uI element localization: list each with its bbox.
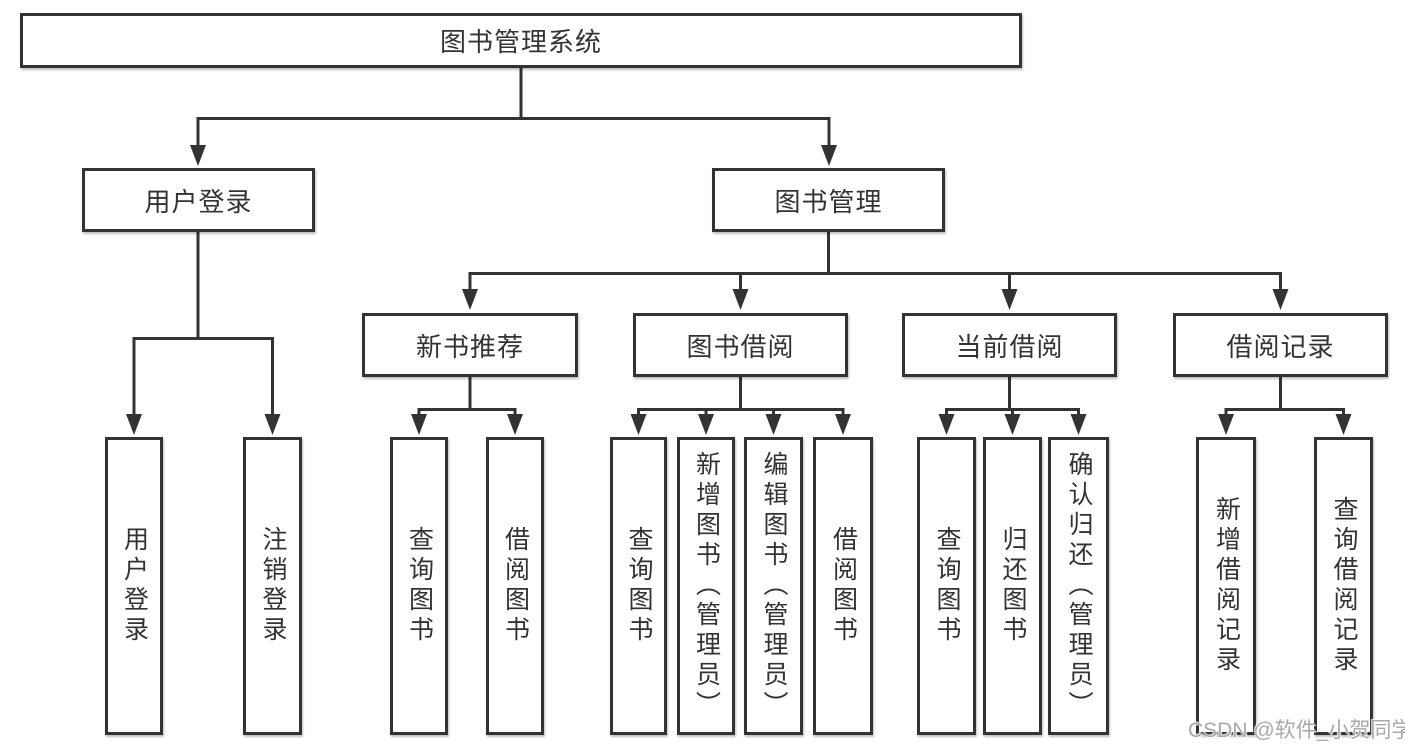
leaf-query-borrow-record: 查询借阅记录 <box>1314 437 1373 735</box>
node-book-management-label: 图书管理 <box>774 186 883 217</box>
leaf-confirm-return-admin: 确认归还（管理员） <box>1048 437 1109 735</box>
node-user-login-label: 用户登录 <box>144 186 253 217</box>
leaf-logout-login-label: 注销登录 <box>259 526 287 646</box>
node-current-borrow-label: 当前借阅 <box>955 331 1064 362</box>
leaf-borrow-books-recommend: 借阅图书 <box>486 437 544 735</box>
leaf-edit-books-admin: 编辑图书（管理员） <box>744 437 803 735</box>
leaf-add-borrow-record-label: 新增借阅记录 <box>1212 496 1241 676</box>
leaf-query-books-recommend: 查询图书 <box>390 437 448 735</box>
node-current-borrow: 当前借阅 <box>902 313 1117 377</box>
node-new-book-recommend: 新书推荐 <box>362 313 578 377</box>
node-book-management: 图书管理 <box>712 168 945 232</box>
leaf-query-borrow-record-label: 查询借阅记录 <box>1330 496 1358 676</box>
leaf-user-login: 用户登录 <box>105 437 163 735</box>
node-book-borrow: 图书借阅 <box>633 313 848 377</box>
node-user-login: 用户登录 <box>82 168 315 232</box>
node-library-system-label: 图书管理系统 <box>439 27 602 57</box>
leaf-add-books-admin: 新增图书（管理员） <box>677 437 735 735</box>
leaf-query-books-borrow-label: 查询图书 <box>625 526 653 646</box>
leaf-query-books-current: 查询图书 <box>917 437 976 735</box>
leaf-edit-books-admin-label: 编辑图书（管理员） <box>760 451 788 721</box>
leaf-return-books: 归还图书 <box>983 437 1042 735</box>
node-borrow-records: 借阅记录 <box>1173 313 1388 377</box>
leaf-return-books-label: 归还图书 <box>999 526 1027 646</box>
node-borrow-records-label: 借阅记录 <box>1226 331 1335 362</box>
leaf-confirm-return-admin-label: 确认归还（管理员） <box>1065 451 1093 721</box>
leaf-borrow-books: 借阅图书 <box>813 437 873 735</box>
leaf-logout-login: 注销登录 <box>243 437 302 735</box>
csdn-watermark: CSDN @软件_小贺同学 <box>1188 719 1405 742</box>
arrowheads <box>126 145 1352 435</box>
node-library-system: 图书管理系统 <box>20 13 1022 68</box>
node-book-borrow-label: 图书借阅 <box>686 331 795 362</box>
leaf-query-books-borrow: 查询图书 <box>610 437 667 735</box>
leaf-query-books-current-label: 查询图书 <box>933 526 961 646</box>
leaf-add-books-admin-label: 新增图书（管理员） <box>692 451 721 721</box>
leaf-add-borrow-record: 新增借阅记录 <box>1196 437 1256 735</box>
leaf-query-books-recommend-label: 查询图书 <box>405 526 434 646</box>
leaf-user-login-label: 用户登录 <box>120 526 149 646</box>
node-new-book-recommend-label: 新书推荐 <box>415 331 524 362</box>
leaf-borrow-books-recommend-label: 借阅图书 <box>501 526 530 646</box>
leaf-borrow-books-label: 借阅图书 <box>829 526 858 646</box>
